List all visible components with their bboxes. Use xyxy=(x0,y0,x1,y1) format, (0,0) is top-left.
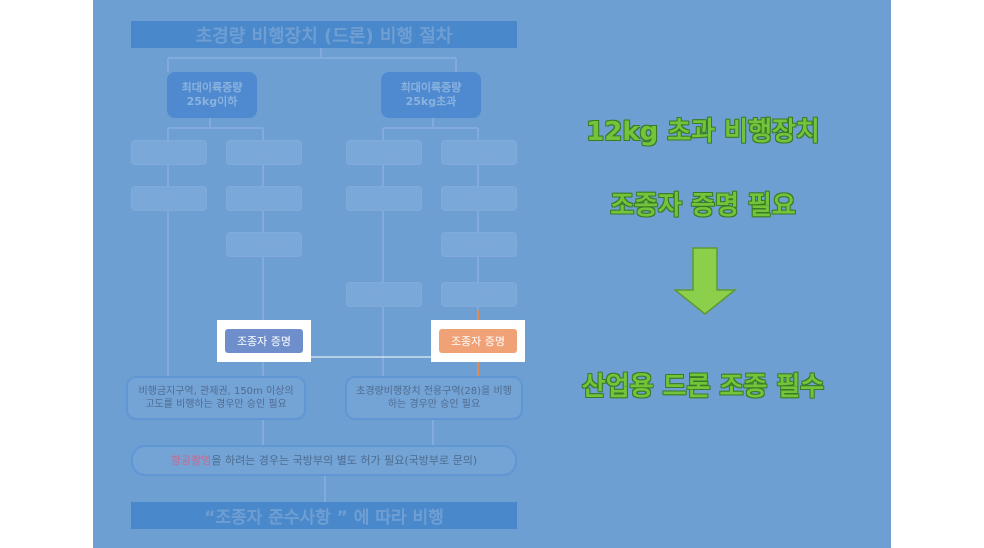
non-business-right: 비사업용 xyxy=(346,140,422,165)
weight-under-line1: 최대이륙중량 xyxy=(181,81,243,94)
pilot-cert-left-highlight: 조종자 증명 xyxy=(217,320,311,362)
aerial-photo-highlight: 항공촬영 xyxy=(170,454,212,467)
diagram-title: 초경량 비행장치 (드론) 비행 절차 xyxy=(131,21,517,48)
weight-under-line2: 25kg이하 xyxy=(186,95,238,108)
right-line-1: 12kg 초과 비행장치 xyxy=(586,117,820,147)
right-line-3: 산업용 드론 조종 필수 xyxy=(581,372,825,402)
bottom-instruction: “조종자 준수사항 ” 에 따라 비행 xyxy=(131,502,517,529)
non-business-left: 비사업용 xyxy=(131,140,207,165)
weight-under-25kg-node: 최대이륙중량 25kg이하 xyxy=(167,72,257,118)
safety-cert-1: 안전성인증 xyxy=(346,282,422,307)
pilot-cert-right: 조종자 증명 xyxy=(439,329,517,353)
business-registration-left: 사업등록 xyxy=(226,232,302,257)
safety-cert-2: 안전성인증 xyxy=(441,282,517,307)
note-right: 초경량비행장치 전용구역(28)을 비행하는 경우만 승인 필요 xyxy=(345,376,523,420)
business-left: 사업용 xyxy=(226,140,302,165)
aerial-photo-text: 을 하려는 경우는 국방부의 별도 허가 필요(국방부로 문의) xyxy=(211,454,478,467)
weight-over-line2: 25kg초과 xyxy=(405,95,457,108)
device-report-4: 장치신고 xyxy=(441,186,517,211)
device-report-2: 장치신고 xyxy=(226,186,302,211)
weight-over-line1: 최대이륙중량 xyxy=(400,81,462,94)
device-report-1: 장치신고 xyxy=(131,186,207,211)
slide: 초경량 비행장치 (드론) 비행 절차 최대이륙중량 25kg이하 최대이륙중량… xyxy=(93,0,891,548)
device-report-3: 장치신고 xyxy=(346,186,422,211)
business-registration-right: 사업등록 xyxy=(441,232,517,257)
right-line-2: 조종자 증명 필요 xyxy=(610,191,796,221)
pilot-cert-right-highlight: 조종자 증명 xyxy=(431,320,525,362)
note-left: 비행금지구역, 관제권, 150m 이상의 고도를 비행하는 경우만 승인 필요 xyxy=(126,376,306,420)
pilot-cert-left: 조종자 증명 xyxy=(225,329,303,353)
business-right: 사업용 xyxy=(441,140,517,165)
weight-over-25kg-node: 최대이륙중량 25kg초과 xyxy=(381,72,481,118)
